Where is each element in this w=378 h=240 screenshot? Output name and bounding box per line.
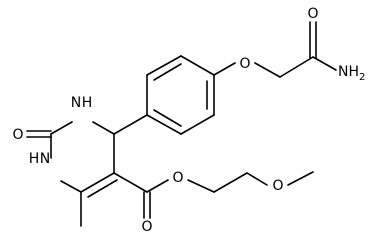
double-bond-inner <box>153 109 182 127</box>
double-bond-inner <box>87 179 118 198</box>
atom-labels: O O NH2 N H H N O O O O <box>12 6 365 235</box>
ester-chain <box>113 171 314 219</box>
bond <box>92 121 115 135</box>
atom-label-ester-carbonyl-oxygen: O <box>141 219 152 235</box>
bond <box>213 172 248 193</box>
bond <box>279 56 314 78</box>
atom-label-ether-oxygen: O <box>239 56 250 72</box>
atom-label-ester-oxygen: O <box>172 170 183 186</box>
bond <box>246 172 268 186</box>
amine-subscript: 2 <box>359 72 365 83</box>
acetamide-side-chain <box>213 21 337 78</box>
bond <box>80 172 115 193</box>
bond <box>180 55 215 76</box>
double-bond-inner <box>153 63 182 81</box>
bond <box>146 114 182 135</box>
atom-label-methoxy-oxygen: O <box>272 178 283 194</box>
bond <box>287 171 314 186</box>
atom-label-n1-hydrogen: H <box>82 95 93 111</box>
bond <box>60 180 82 193</box>
atom-label-amine: NH2 <box>338 64 365 83</box>
atom-label-amide-oxygen: O <box>307 6 318 22</box>
atom-label-n1: N <box>71 95 81 111</box>
pyrimidinone-ring <box>26 114 148 227</box>
bond <box>254 62 281 78</box>
bond <box>180 114 215 135</box>
amine-label-text: NH <box>338 64 359 80</box>
bond <box>113 114 148 135</box>
atom-label-ring-carbonyl-oxygen: O <box>12 127 23 143</box>
bond <box>50 121 73 135</box>
bond <box>187 179 215 193</box>
bond <box>146 179 169 193</box>
bond <box>312 56 337 71</box>
atom-label-n3: N <box>40 151 50 167</box>
bond <box>113 172 148 193</box>
bond <box>213 62 236 76</box>
atom-label-n3-hydrogen: H <box>29 151 40 167</box>
bond <box>146 55 182 76</box>
phenyl-ring <box>146 55 215 135</box>
